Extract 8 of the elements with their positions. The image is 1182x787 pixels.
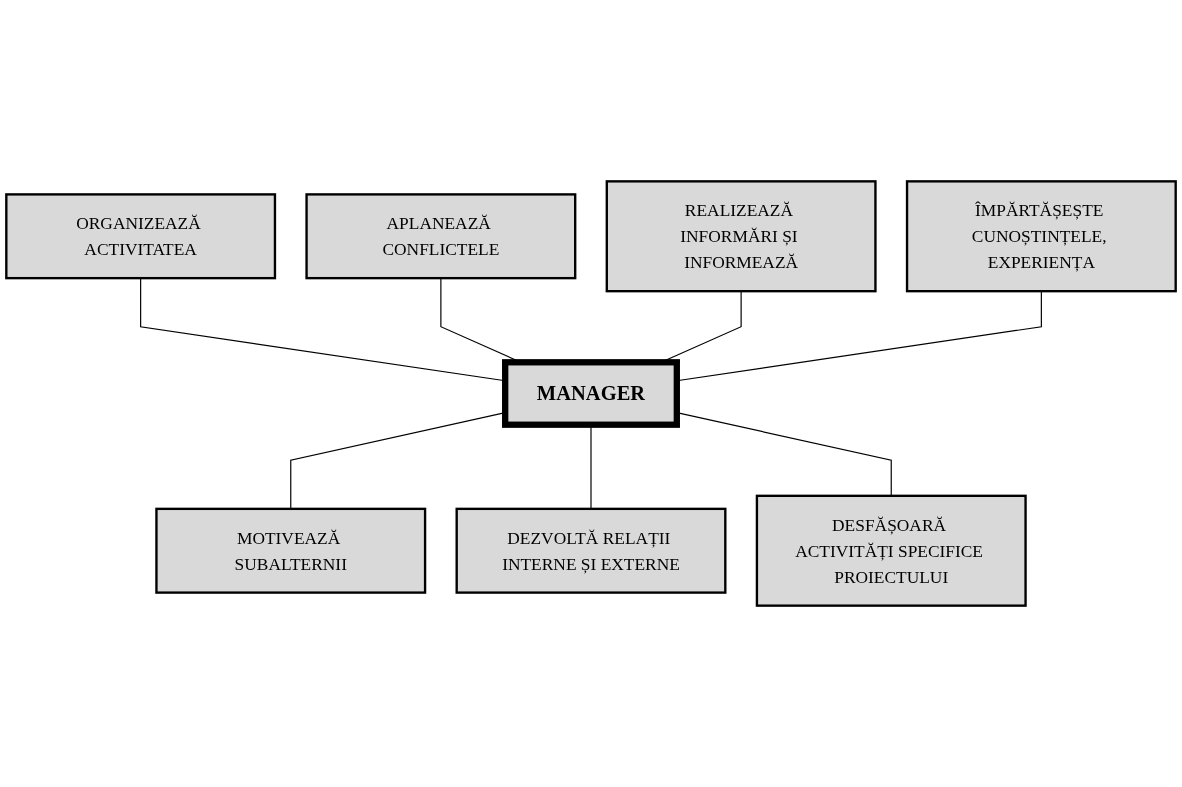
node-box: REALIZEAZĂ INFORMĂRI ȘI INFORMEAZĂ: [605, 180, 877, 293]
node-box: ÎMPĂRTĂȘEȘTE CUNOȘTINȚELE, EXPERIENȚA: [905, 180, 1177, 293]
node-box: DESFĂȘOARĂ ACTIVITĂȚI SPECIFICE PROIECTULUI: [755, 494, 1027, 607]
node-box: ORGANIZEAZĂ ACTIVITATEA: [5, 193, 277, 280]
node-box: MANAGER: [502, 359, 680, 428]
node-box: DEZVOLTĂ RELAȚII INTERNE ȘI EXTERNE: [455, 507, 727, 594]
node-box: APLANEAZĂ CONFLICTELE: [305, 193, 577, 280]
node-box: MOTIVEAZĂ SUBALTERNII: [155, 507, 427, 594]
